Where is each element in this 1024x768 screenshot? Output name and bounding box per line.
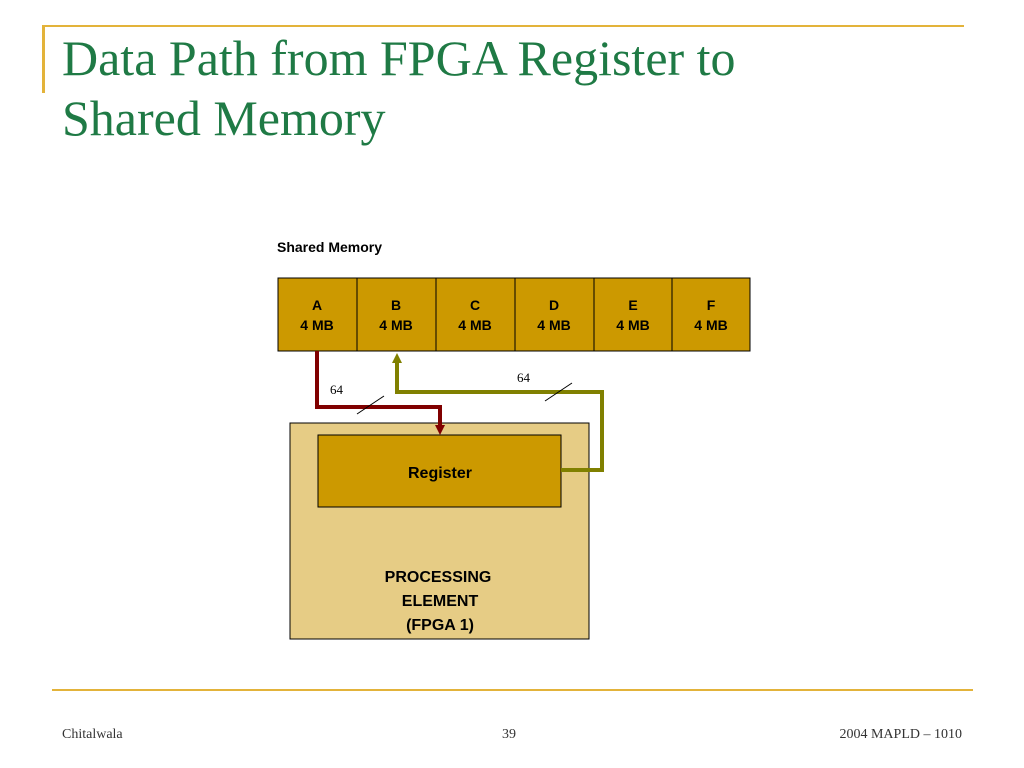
write-bus-width-label: 64 <box>517 370 531 385</box>
title-accent-vertical <box>42 25 45 93</box>
write-bus-slash <box>544 382 573 402</box>
processing-element-label-line-3: (FPGA 1) <box>406 617 474 634</box>
footer-event: 2004 MAPLD – 1010 <box>839 727 962 742</box>
footer-page-number: 39 <box>502 727 516 742</box>
memory-block-d-name: D <box>549 297 559 313</box>
footer-divider <box>52 689 973 691</box>
shared-memory-label: Shared Memory <box>277 239 382 255</box>
read-path-arrow <box>315 351 445 435</box>
read-bus-slash <box>356 395 385 415</box>
memory-block-f-name: F <box>707 297 716 313</box>
memory-block-c-box <box>435 277 516 352</box>
slide-title-line-1: Data Path from FPGA Register to <box>62 30 736 86</box>
read-bus-width-label: 64 <box>330 382 344 397</box>
shared-memory-bank: A 4 MB B 4 MB C 4 MB D 4 MB E 4 MB <box>277 277 751 352</box>
memory-block-a-name: A <box>312 297 322 313</box>
memory-block-d-size: 4 MB <box>537 317 570 333</box>
memory-block-c-size: 4 MB <box>458 317 491 333</box>
register-label: Register <box>408 465 472 482</box>
register-box <box>317 434 562 508</box>
memory-block-b-name: B <box>391 297 401 313</box>
memory-block-f-size: 4 MB <box>694 317 727 333</box>
memory-block-c: C 4 MB <box>435 277 516 352</box>
processing-element-label-line-1: PROCESSING <box>385 569 492 586</box>
slide-title-line-2: Shared Memory <box>62 90 386 146</box>
memory-block-b-size: 4 MB <box>379 317 412 333</box>
memory-block-e-size: 4 MB <box>616 317 649 333</box>
slide-title: Data Path from FPGA Register to Shared M… <box>62 28 962 148</box>
title-accent-horizontal <box>42 25 964 27</box>
memory-block-d-box <box>514 277 595 352</box>
memory-block-a-box <box>277 277 358 352</box>
memory-block-f-box <box>671 277 751 352</box>
memory-block-b-box <box>356 277 437 352</box>
memory-block-e-name: E <box>628 297 637 313</box>
write-path-arrow <box>392 353 604 472</box>
footer-author: Chitalwala <box>62 727 123 742</box>
memory-block-c-name: C <box>470 297 480 313</box>
memory-block-a: A 4 MB <box>277 277 358 352</box>
memory-block-e: E 4 MB <box>593 277 673 352</box>
memory-block-e-box <box>593 277 673 352</box>
memory-block-b: B 4 MB <box>356 277 437 352</box>
memory-block-d: D 4 MB <box>514 277 595 352</box>
memory-block-f: F 4 MB <box>671 277 751 352</box>
processing-element-label-line-2: ELEMENT <box>402 593 479 610</box>
memory-block-a-size: 4 MB <box>300 317 333 333</box>
